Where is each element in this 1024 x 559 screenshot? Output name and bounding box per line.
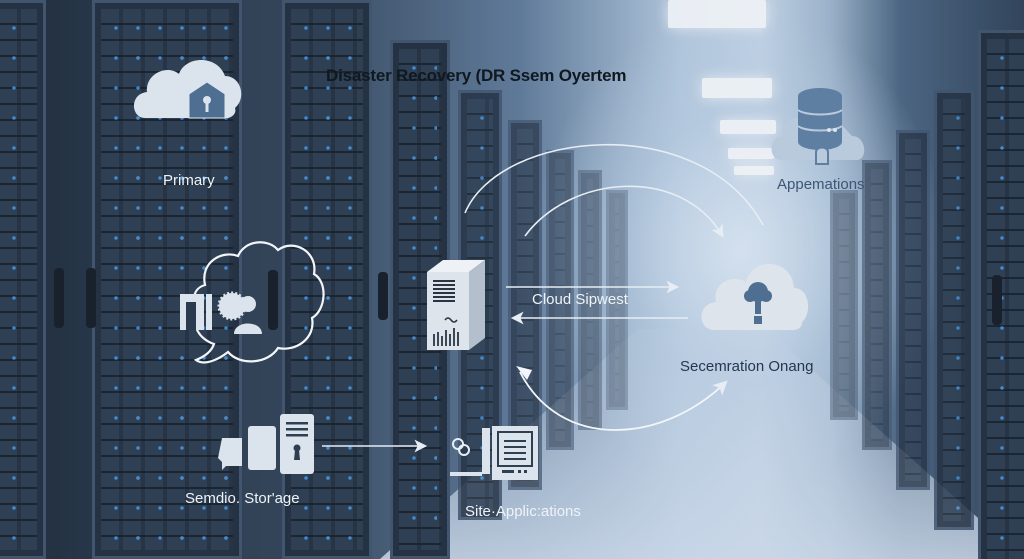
server-rack [830,190,858,420]
appemations-label: Appemations [777,176,865,193]
rack-handle [992,275,1002,325]
ceiling-light [668,0,766,28]
edge-label-cloud-sipwest: Cloud Sipwest [532,291,628,308]
computer-applications-icon [450,426,538,480]
primary-label: Primary [163,172,215,189]
site-applications-label: Site·Applic:ations [465,503,581,520]
storage-node[interactable] [218,414,314,476]
rack-handle [54,268,64,328]
server-rack [934,90,974,530]
ceiling-light [734,166,774,175]
appemations-node[interactable] [771,86,868,166]
primary-node[interactable] [131,52,243,120]
cloud-database-icon [771,88,865,165]
secemration-node[interactable] [698,252,810,332]
cloud-home-lock-icon [134,60,242,119]
cloud-keyhole-icon [701,263,809,330]
site-applications-node[interactable] [448,424,540,482]
rack-handle [86,268,96,328]
storage-server-icon [218,414,314,474]
ceiling-light [728,148,774,159]
arc-server-to-secemration [524,185,724,238]
server-rack [282,0,372,559]
diagram-title: Disaster Recovery (DR Ssem Oyertem [326,66,627,85]
cloud-outline-icon [193,241,325,364]
server-rack [862,160,892,450]
rack-handle [268,270,278,330]
secemration-label: Secemration Onang [680,358,814,375]
user-gear-icon [180,291,262,334]
ceiling-light [702,78,772,98]
server-rack [578,170,602,430]
people-process-node[interactable] [178,288,270,336]
server-rack [606,190,628,410]
arc-secemration-bidirectional [516,366,728,431]
arc-server-to-appemations [464,143,764,226]
rack-handle [378,272,388,320]
ceiling-light [720,120,776,134]
server-node[interactable] [423,258,487,350]
server-tower-icon [427,260,485,350]
server-rack [896,130,930,490]
server-rack [0,0,46,559]
storage-label: Semdio. Stor'age [185,490,300,507]
